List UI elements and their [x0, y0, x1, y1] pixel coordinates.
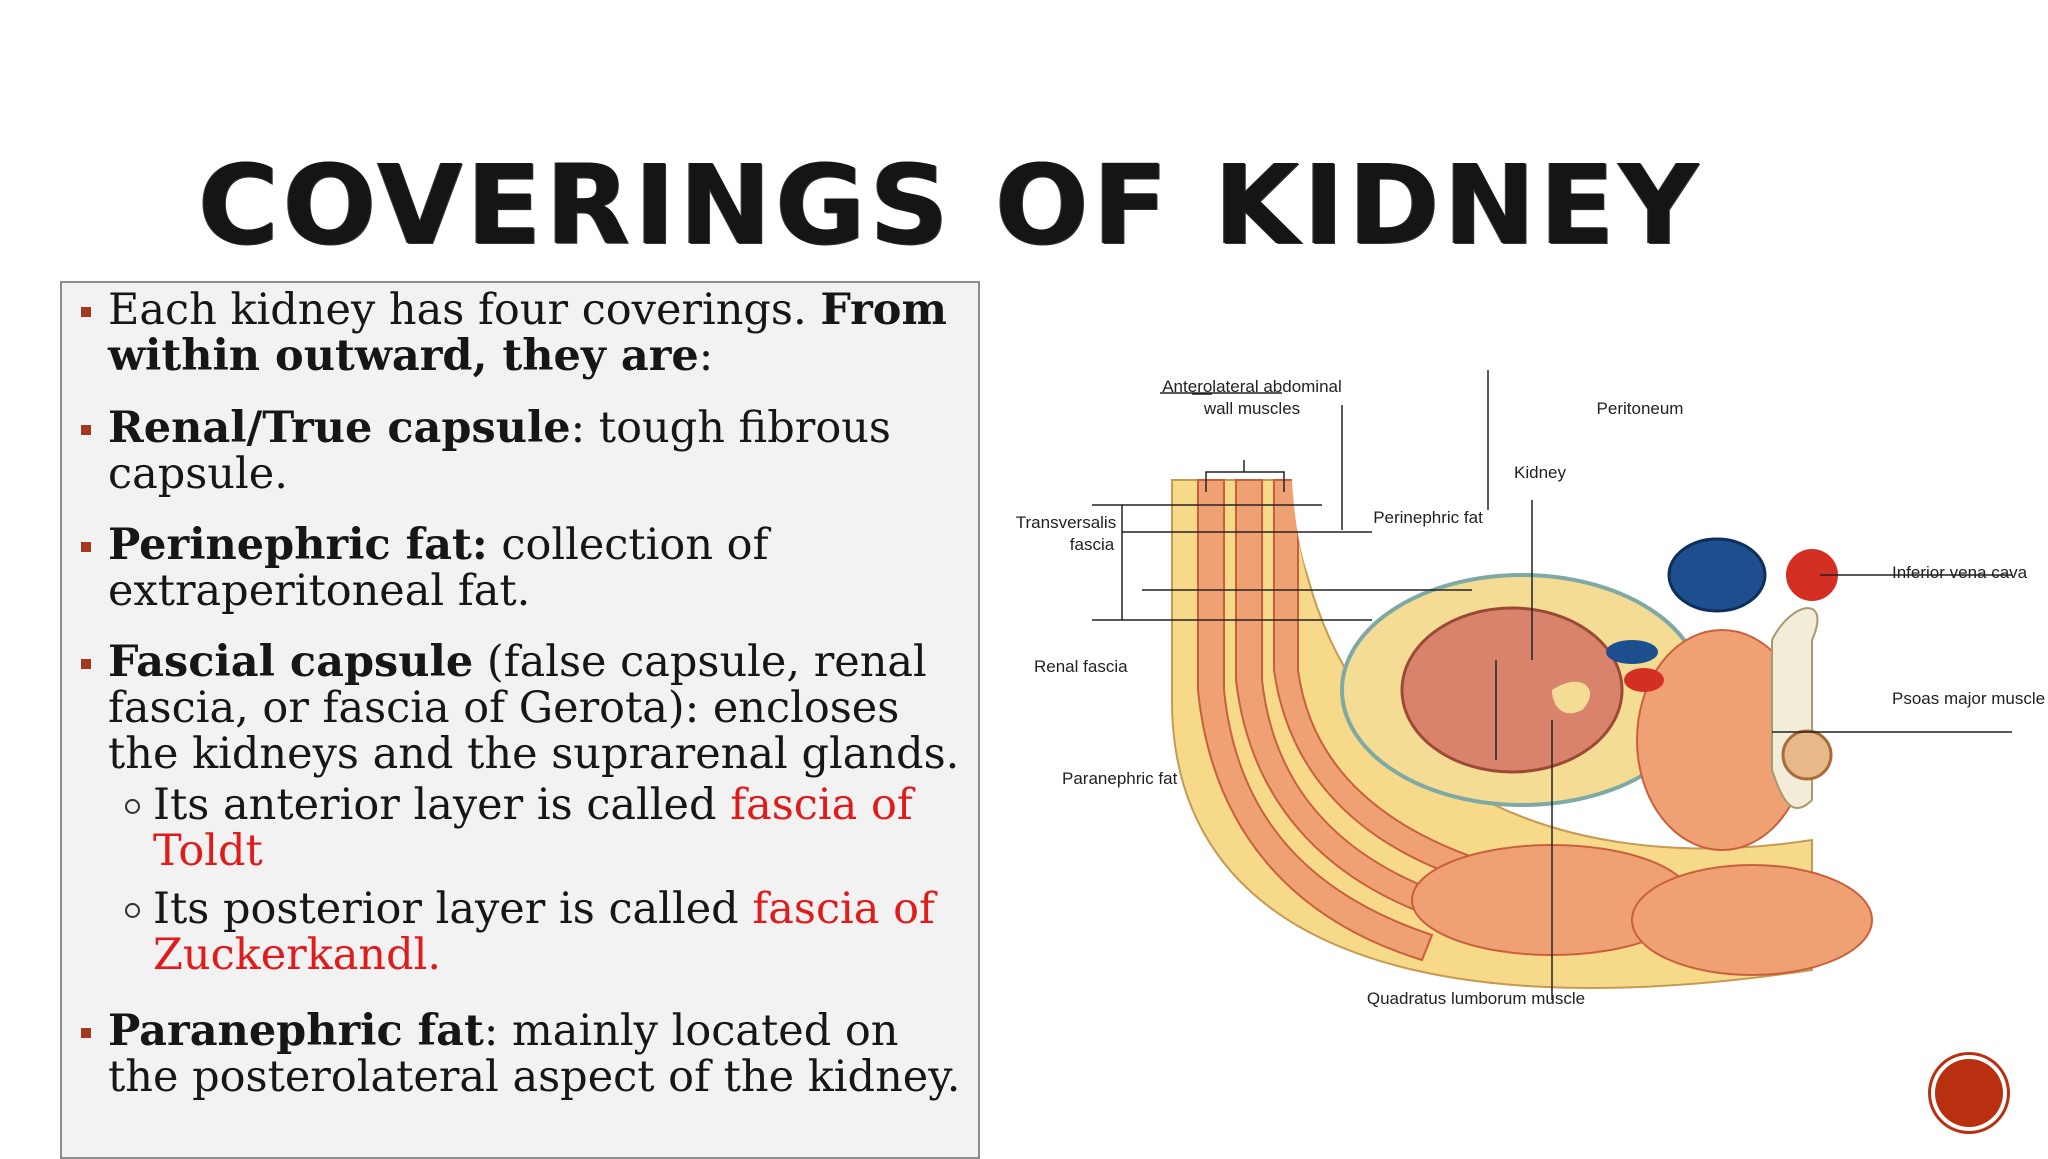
sub-bullet-marker — [125, 799, 140, 814]
bullet-text: : mainly located on the posterolateral a… — [108, 1006, 961, 1102]
bullet-marker — [81, 425, 91, 435]
sub-bullet-marker — [125, 903, 140, 918]
bullet-text: Each kidney has four coverings. — [108, 285, 821, 335]
vein-shape — [1667, 537, 1767, 613]
kidney-shape — [1400, 606, 1624, 774]
content-box: Each kidney has four coverings. From wit… — [60, 281, 980, 1159]
term-renal-capsule: Renal/True capsule — [108, 403, 571, 453]
inferior-vena-cava-shape — [1786, 549, 1838, 601]
bullet-renal-capsule: Renal/True capsule: tough fibrous capsul… — [62, 405, 978, 497]
term-perinephric-fat: Perinephric fat: — [108, 520, 488, 570]
peritoneal-cavity — [1292, 360, 1812, 636]
bullet-marker — [81, 542, 91, 552]
sub-bullet-posterior-layer: Its posterior layer is called fascia of … — [62, 886, 978, 978]
sub-bullet-anterior-layer: Its anterior layer is called fascia of T… — [62, 782, 978, 874]
bullet-text: : tough fibrous capsule. — [108, 403, 891, 499]
bullet-four-coverings: Each kidney has four coverings. From wit… — [62, 287, 978, 379]
renal-hilum — [1552, 681, 1591, 714]
term-fascia-of-zuckerkandl: fascia of Zuckerkandl. — [153, 884, 935, 980]
bullet-marker — [81, 659, 91, 669]
sub-bullet-text: Its posterior layer is called — [153, 884, 753, 934]
bullet-marker — [81, 1028, 91, 1038]
term-fascia-of-toldt: fascia of Toldt — [153, 780, 913, 876]
bullet-perinephric-fat: Perinephric fat: collection of extraperi… — [62, 522, 978, 614]
next-slide-button[interactable] — [1931, 1055, 2007, 1131]
slide-title: COVERINGS OF KIDNEY — [198, 141, 1703, 269]
bullet-text: collection of extraperitoneal fat. — [108, 520, 769, 616]
bullet-bold-text: From within outward, they are — [108, 285, 947, 381]
renal-vein — [1606, 640, 1658, 664]
renal-artery — [1624, 668, 1664, 692]
sub-bullet-text: Its anterior layer is called — [153, 780, 731, 830]
spinal-canal — [1781, 729, 1833, 781]
bullet-marker — [81, 307, 91, 317]
term-fascial-capsule: Fascial capsule — [108, 637, 474, 687]
bullet-text-tail: : — [698, 331, 714, 381]
back-muscle-shape — [1631, 864, 1873, 976]
bullet-text: (false capsule, renal fascia, or fascia … — [108, 637, 960, 779]
bullet-paranephric-fat: Paranephric fat: mainly located on the p… — [62, 1008, 978, 1100]
term-paranephric-fat: Paranephric fat — [108, 1006, 484, 1056]
wall-muscle-layer — [1197, 479, 1434, 962]
leader-lines — [1092, 370, 2012, 1000]
bullet-fascial-capsule: Fascial capsule (false capsule, renal fa… — [62, 639, 978, 777]
kidney-cross-section-diagram: Anterolateral abdominal wall muscles Per… — [992, 360, 2048, 1040]
diagram-svg: Anterolateral abdominal wall muscles Per… — [1092, 360, 2012, 1000]
